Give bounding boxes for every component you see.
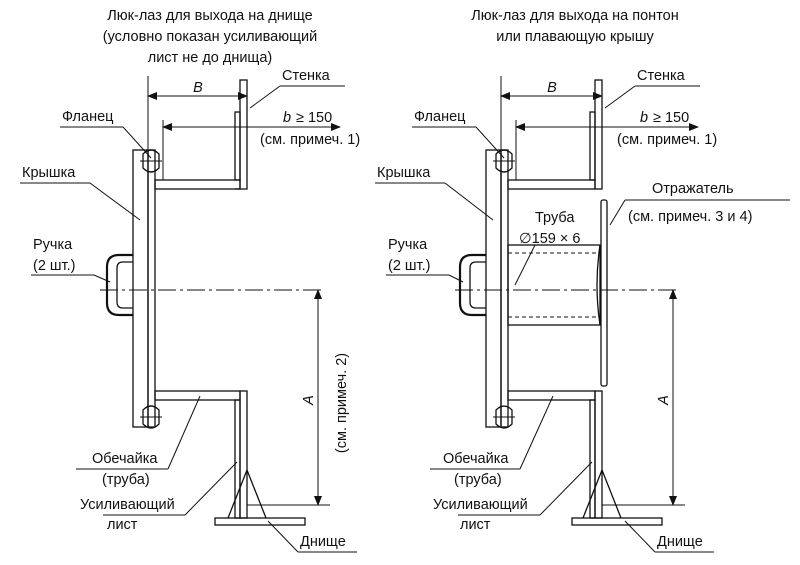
left-cover-plate [132,149,149,428]
left-tank-wall-bottom [239,390,248,519]
right-label-wall: Стенка [637,68,686,84]
left-shell-bottom [154,390,241,401]
left-dim-b-label: b [283,110,291,126]
left-label-reinforce-2: лист [107,517,138,533]
left-dim-b-cond: ≥ 150 [296,110,332,126]
left-label-wall: Стенка [282,68,331,84]
right-weld-bottom [582,468,622,519]
right-cover-plate [485,149,502,428]
left-dim-A-label: A [301,395,317,406]
left-flange [147,149,156,428]
left-label-cover: Крышка [22,165,76,181]
left-reinforcing-plate-top [234,111,241,181]
left-dim-B-label: B [193,80,203,96]
right-pipe [507,244,601,326]
right-note-34: (см. примеч. 3 и 4) [628,209,752,225]
left-note-2: (см. примеч. 2) [334,353,350,453]
right-tank-bottom [571,517,663,526]
right-shell-top [507,179,596,190]
right-flange [500,149,509,428]
right-reinforcing-plate-bottom [589,399,596,519]
right-reinforcing-plate-top [589,111,596,181]
left-tank-wall-top [239,79,248,190]
right-label-handle: Ручка [388,237,428,253]
right-dim-A-label: A [656,395,672,406]
right-manhole-drawing: Люк-лаз для выхода на понтон или плавающ… [375,8,790,553]
right-note-1: (см. примеч. 1) [617,132,717,148]
right-reflector [600,199,608,387]
left-weld-bottom [227,468,267,519]
left-handle [105,253,133,317]
right-label-shell: Обечайка [443,451,509,467]
right-label-reinforce-1: Усиливающий [433,497,528,513]
right-dim-b-cond: ≥ 150 [653,110,689,126]
right-title-line2: или плавающую крышу [496,29,654,45]
right-tank-wall-top [594,79,603,190]
right-label-pipe: Труба [535,210,575,226]
right-dim-B-label: B [547,80,557,96]
right-label-shell-paren: (труба) [454,472,502,488]
left-label-handle: Ручка [33,237,73,253]
right-handle [458,253,486,317]
right-label-pipe-size: ∅159 × 6 [519,231,580,247]
right-label-reinforce-2: лист [460,517,491,533]
left-shell-top [154,179,241,190]
right-label-handle-qty: (2 шт.) [388,258,430,274]
right-label-bottom: Днище [657,534,703,550]
left-note-1: (см. примеч. 1) [260,132,360,148]
left-label-shell: Обечайка [92,451,158,467]
right-label-reflector: Отражатель [652,181,734,197]
left-bolt-top [142,149,160,173]
right-bolt-bottom [495,405,513,429]
left-label-handle-qty: (2 шт.) [33,258,75,274]
right-dim-b-label: b [640,110,648,126]
left-label-shell-paren: (труба) [102,472,150,488]
left-manhole-drawing: Люк-лаз для выхода на днище (условно пок… [20,8,360,553]
left-label-bottom: Днище [300,534,346,550]
left-title-line1: Люк-лаз для выхода на днище [107,8,312,24]
left-title-line3: лист не до днища) [148,50,273,66]
left-tank-bottom [214,517,306,526]
right-label-cover: Крышка [377,165,431,181]
right-title-line1: Люк-лаз для выхода на понтон [471,8,679,24]
left-bolt-bottom [142,405,160,429]
left-title-line2: (условно показан усиливающий [103,29,318,45]
left-label-reinforce-1: Усиливающий [80,497,175,513]
right-tank-wall-bottom [594,390,603,519]
right-bolt-top [495,149,513,173]
right-label-flange: Фланец [414,109,465,125]
left-reinforcing-plate-bottom [234,399,241,519]
left-label-flange: Фланец [62,109,113,125]
